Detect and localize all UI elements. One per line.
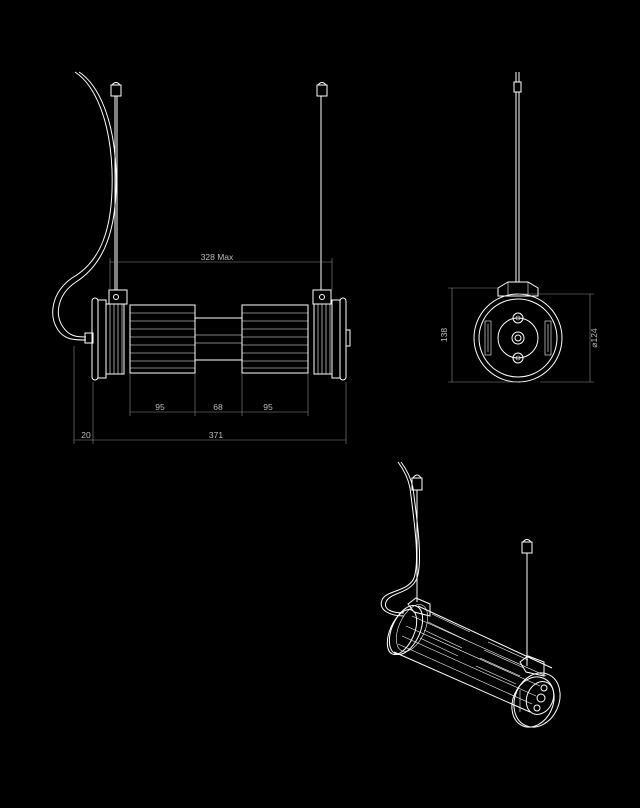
glass-tube-right: [241, 304, 309, 374]
end-disc-outer: [473, 293, 563, 383]
end-disc-plate: [497, 317, 539, 359]
cable-gland: [84, 332, 94, 344]
left-suspension: [110, 82, 122, 290]
iso-center-screw: [536, 693, 546, 703]
glass-tube-left: [129, 304, 196, 374]
dimension-overall: 20 371: [73, 346, 347, 444]
svg-text:⌀124: ⌀124: [589, 328, 599, 348]
iso-right-end-disc: [513, 672, 561, 728]
dimension-max-width-label: 328 Max: [201, 252, 234, 262]
side-view: 138 ⌀124: [439, 72, 599, 383]
center-tube: [195, 317, 242, 361]
iso-tube-body: [393, 605, 553, 713]
side-cable-gland: [513, 81, 522, 93]
center-screw: [511, 331, 525, 345]
power-cable: [52, 71, 113, 341]
dimension-max-width: 328 Max: [109, 252, 333, 290]
engraved-label-left: [484, 320, 492, 356]
isometric-view: [380, 461, 561, 728]
iso-power-cable: [380, 461, 418, 617]
dimension-cap-label: 20: [81, 430, 91, 440]
dimension-height-label: 138: [439, 328, 449, 342]
dimension-tube-segments: 95 68 95: [129, 373, 309, 416]
dimension-diameter-symbol: ⌀: [589, 342, 599, 348]
front-view: 328 Max 95 68 95 20 371: [52, 71, 351, 444]
left-end-cap: [91, 289, 128, 381]
right-suspension: [316, 82, 328, 290]
right-end-cap: [312, 289, 351, 381]
engraved-label-right: [544, 320, 552, 356]
dimension-glass-left-label: 95: [155, 402, 165, 412]
dimension-gap-label: 68: [213, 402, 223, 412]
dimension-diameter-label: 124: [589, 328, 599, 342]
dimension-height: 138: [439, 287, 518, 383]
dimension-diameter: ⌀124: [518, 293, 599, 383]
iso-left-end-ring: [388, 605, 424, 655]
dimension-glass-right-label: 95: [263, 402, 273, 412]
dimension-overall-label: 371: [209, 430, 223, 440]
